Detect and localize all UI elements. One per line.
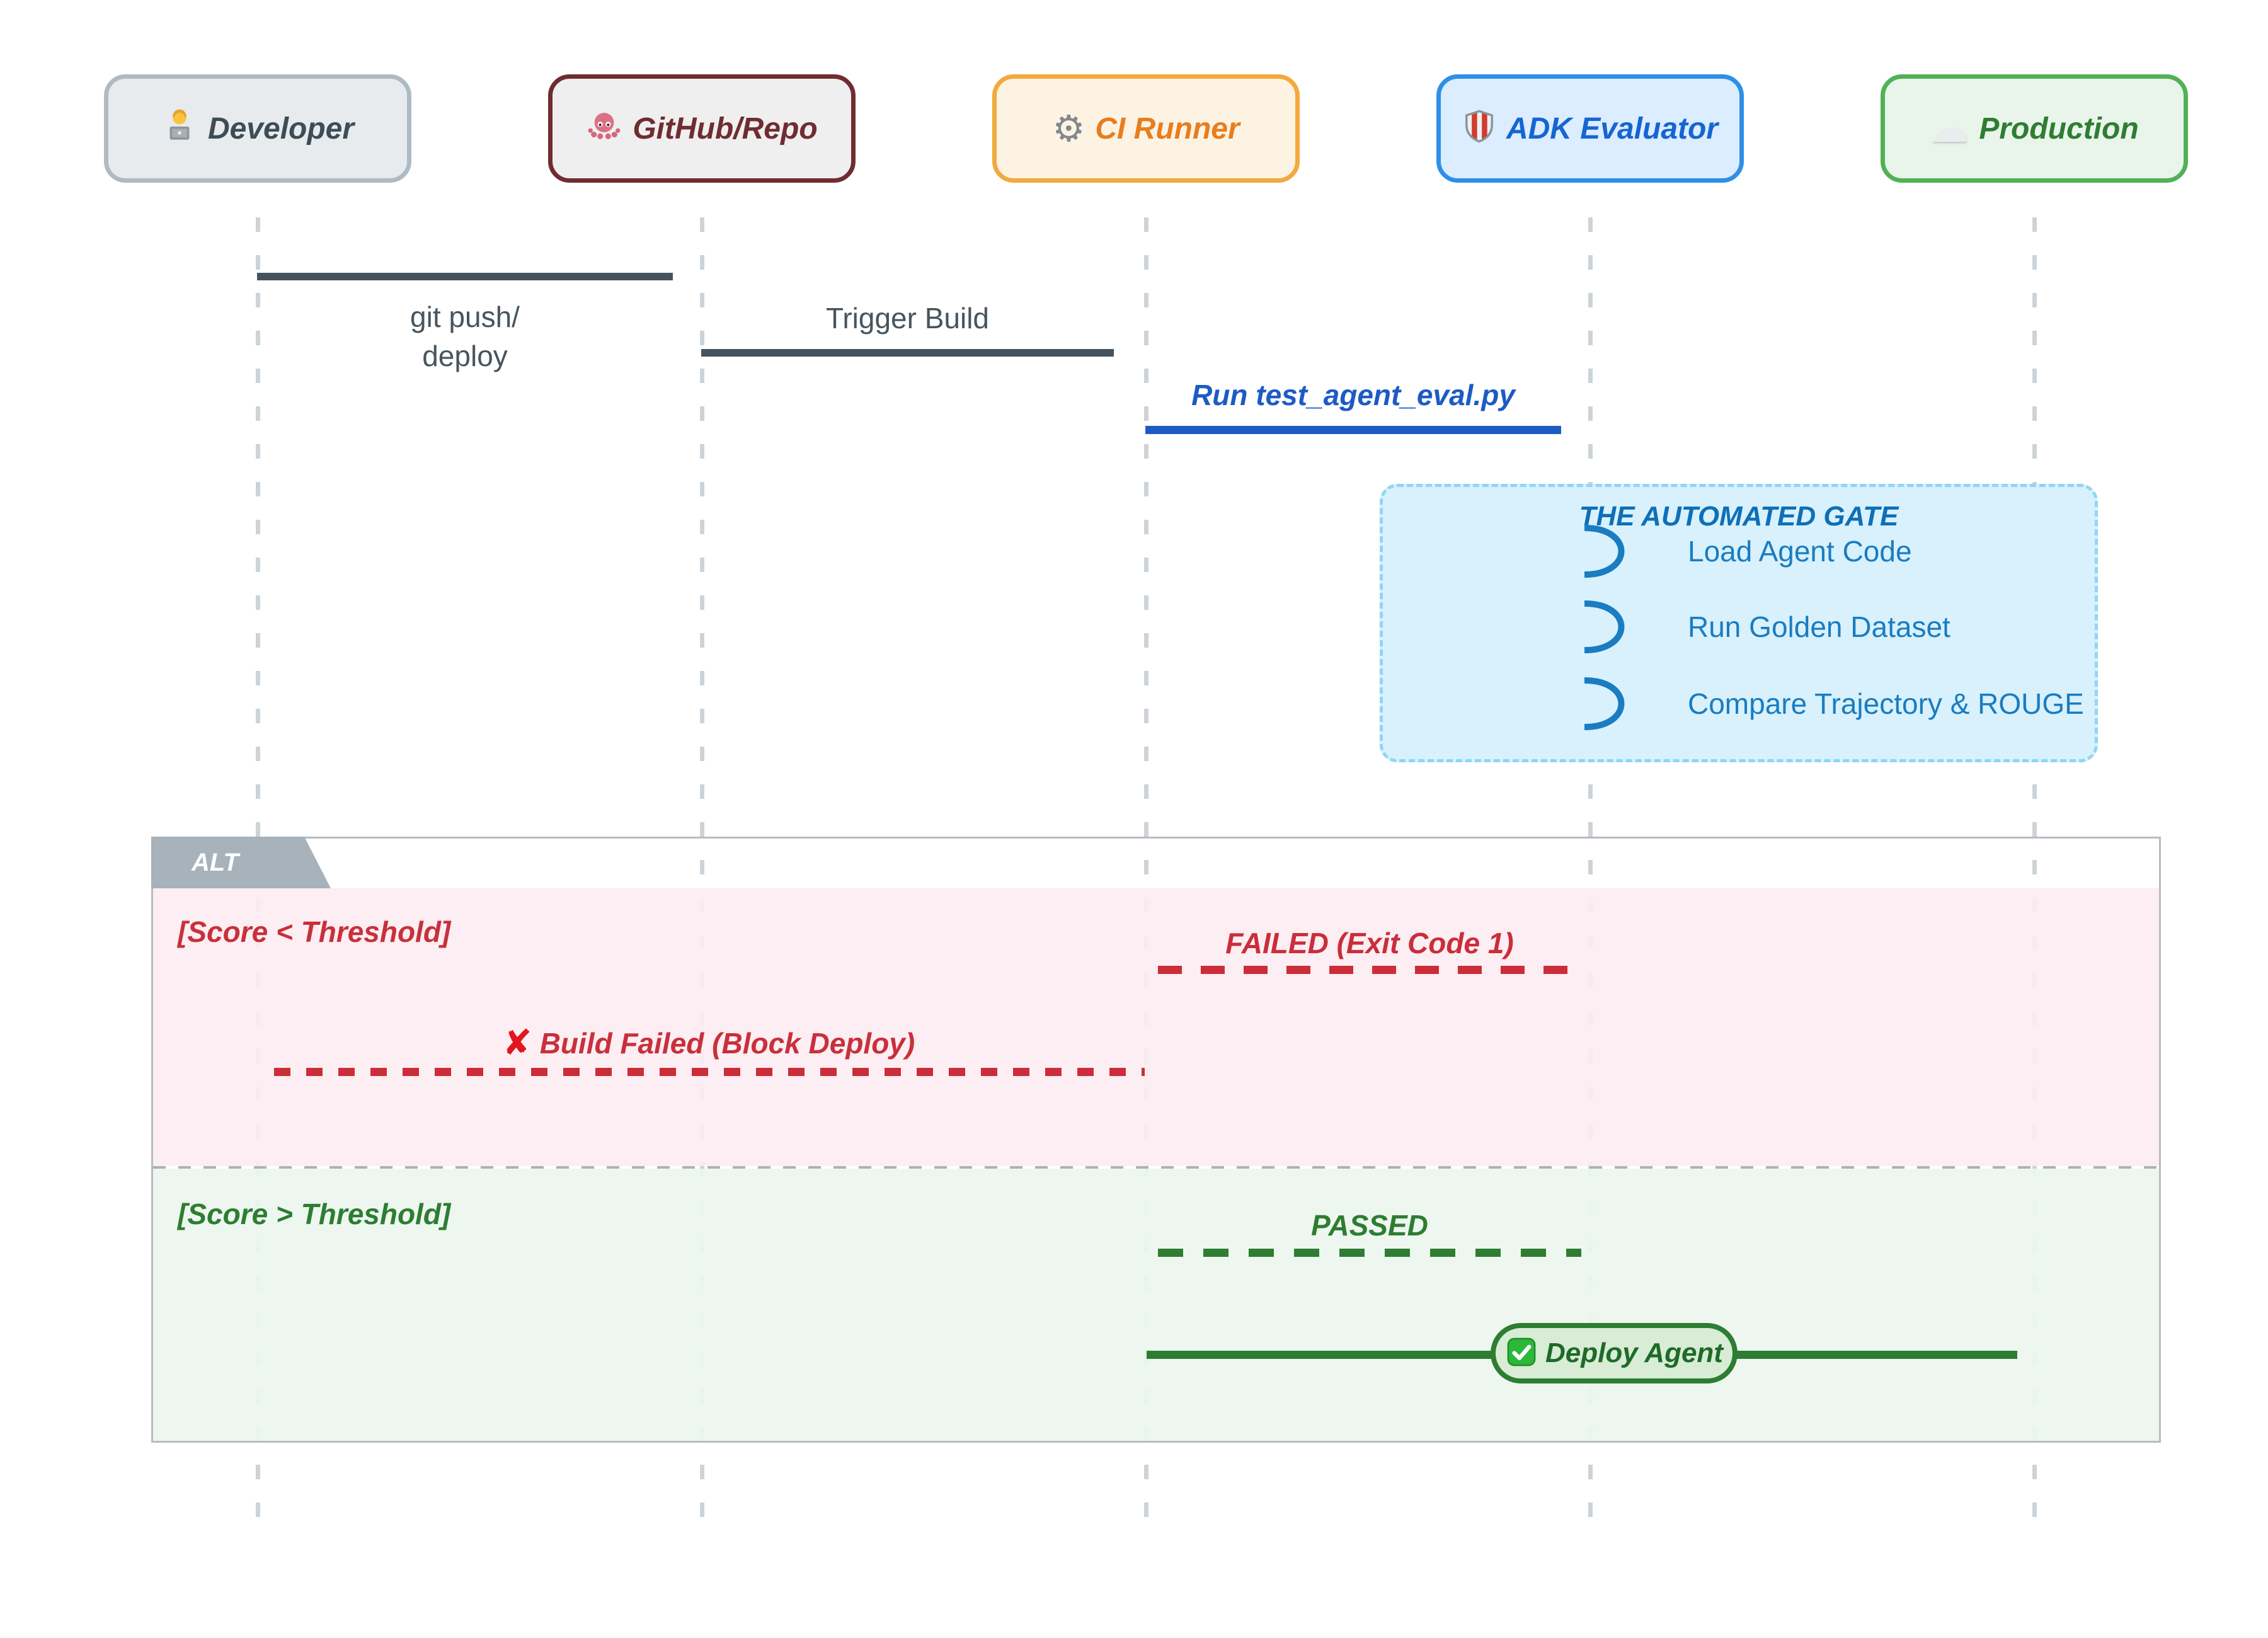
actor-label: GitHub/Repo [633, 112, 818, 146]
message-failed-label: FAILED (Exit Code 1) [1225, 927, 1514, 959]
alt-frame [151, 837, 2161, 1443]
note-item-label: Run Golden Dataset [1688, 610, 1950, 643]
alt-pass-section [153, 1169, 2159, 1441]
message-trigger-build-line [701, 349, 1114, 357]
lifeline-adk-evaluator [1588, 217, 1593, 1531]
note-title: THE AUTOMATED GATE [1579, 501, 1899, 532]
message-trigger-build-label: Trigger Build [825, 302, 990, 335]
actor-label: CI Runner [1095, 112, 1240, 146]
actor-box-ci-runner: ⚙ CI Runner [992, 74, 1300, 183]
alt-branch-divider [153, 1166, 2159, 1169]
lifeline-production [2032, 217, 2037, 1531]
gear-icon: ⚙ [1052, 107, 1085, 150]
note-item-label: Compare Trajectory & ROUGE [1688, 687, 2084, 720]
actor-box-developer: Developer [104, 74, 411, 183]
deploy-agent-pill: Deploy Agent [1491, 1323, 1738, 1383]
alt-tab: ALT [151, 837, 331, 888]
note-item-label: Load Agent Code [1688, 535, 1912, 568]
alt-tab-label: ALT [192, 849, 239, 876]
message-git-push-line [257, 273, 673, 280]
actor-box-github: GitHub/Repo [548, 74, 856, 183]
build-failed-text: Build Failed (Block Deploy) [539, 1027, 915, 1060]
message-passed-line [1158, 1249, 1581, 1257]
note-automated-gate: THE AUTOMATED GATE Load Agent Code Run G… [1380, 484, 2098, 762]
message-run-eval-label: Run test_agent_eval.py [1191, 379, 1515, 411]
condition-pass-label: [Score > Threshold] [178, 1198, 451, 1230]
message-passed-label: PASSED [1311, 1209, 1428, 1242]
message-build-failed-line [274, 1068, 1145, 1076]
deploy-agent-label: Deploy Agent [1545, 1337, 1723, 1368]
cross-mark-icon: ✘ [502, 1022, 532, 1063]
message-build-failed-label: ✘ Build Failed (Block Deploy) [271, 1026, 1147, 1061]
self-loop-arc-icon [1578, 598, 1649, 656]
self-loop-arc-icon [1578, 522, 1649, 580]
cloud-icon: ☁ [1930, 105, 1969, 151]
octopus-icon [586, 108, 622, 149]
message-failed-line [1158, 966, 1581, 974]
person-technologist-icon [161, 108, 198, 149]
self-loop-arc-icon [1578, 675, 1649, 733]
actor-label: ADK Evaluator [1506, 112, 1719, 146]
actor-label: Developer [207, 112, 355, 146]
actor-box-adk-evaluator: ADK Evaluator [1436, 74, 1744, 183]
actor-label: Production [1979, 112, 2139, 146]
actor-box-production: ☁ Production [1881, 74, 2188, 183]
condition-fail-label: [Score < Threshold] [178, 915, 451, 948]
message-git-push-label: git push/ deploy [410, 301, 520, 372]
shield-icon [1462, 109, 1496, 148]
lifeline-github [700, 217, 704, 1531]
check-mark-icon [1505, 1336, 1538, 1371]
message-run-eval-line [1145, 426, 1561, 434]
lifeline-ci-runner [1144, 217, 1148, 1531]
alt-fail-section [153, 888, 2159, 1166]
